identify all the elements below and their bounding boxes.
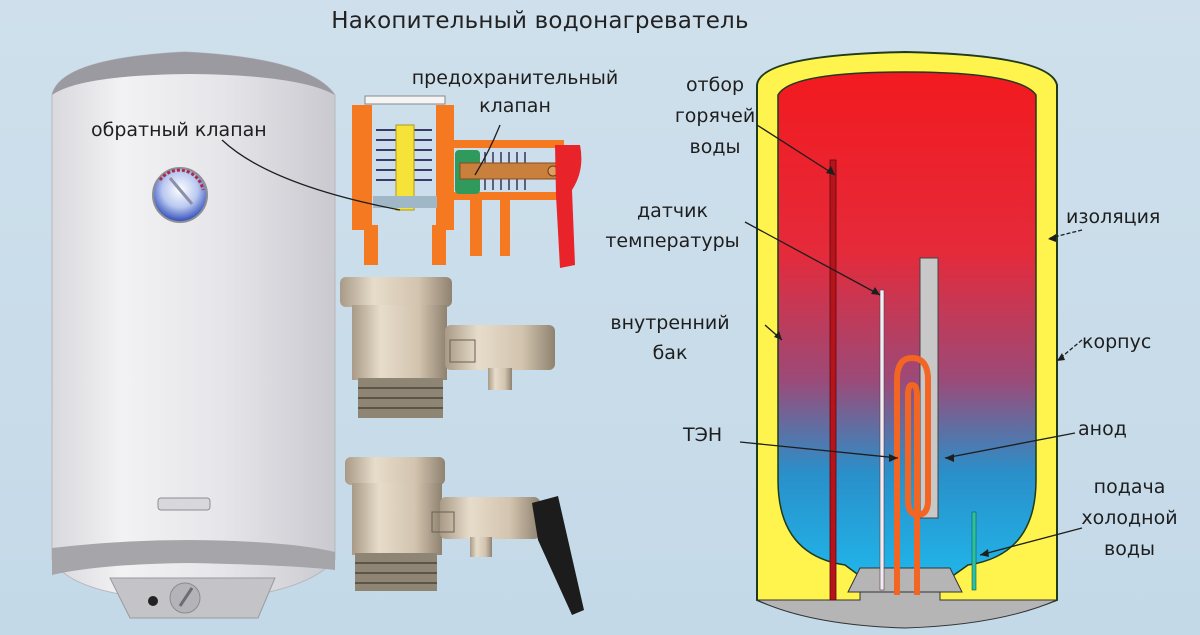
indicator-lamp	[148, 596, 158, 606]
label-temperature-sensor: датчик температуры	[590, 196, 755, 256]
label-hot-water-line-3: воды	[689, 136, 741, 158]
label-temperature-sensor-line-1: датчик	[637, 200, 708, 222]
label-safety-valve-line-2: клапан	[479, 95, 551, 117]
label-inner-tank-line-2: бак	[652, 342, 688, 364]
safety-valve-cross-section	[352, 95, 582, 268]
label-cold-water-line-3: воды	[1104, 538, 1155, 560]
brass-valve-photo-1	[340, 277, 555, 418]
leader-arrowheads	[774, 166, 1065, 557]
label-inner-tank-line-1: внутренний	[610, 312, 730, 334]
label-cold-water-line-1: подача	[1093, 476, 1166, 498]
label-anode: анод	[1078, 418, 1127, 440]
tank-cross-section	[756, 50, 1058, 629]
valve-handle	[555, 145, 582, 268]
brand-badge	[157, 497, 211, 511]
label-heating-element: ТЭН	[683, 424, 723, 446]
water-heater-appliance	[51, 51, 336, 619]
label-hot-water-line-2: горячей	[674, 105, 756, 127]
label-cold-water-line-2: холодной	[1081, 507, 1178, 529]
label-check-valve: обратный клапан	[91, 119, 267, 141]
heating-element	[894, 354, 931, 595]
page-title: Накопительный водонагреватель	[331, 8, 749, 34]
label-safety-valve: предохранительный клапан	[385, 66, 645, 118]
black-lever	[532, 496, 584, 615]
label-inner-tank: внутренний бак	[585, 308, 755, 368]
label-housing: корпус	[1082, 331, 1152, 353]
thermometer-gauge-icon	[152, 167, 208, 223]
label-temperature-sensor-line-2: температуры	[605, 230, 740, 252]
label-cold-water-inlet: подача холодной воды	[1062, 472, 1197, 565]
temperature-sensor-tube	[879, 289, 885, 591]
label-insulation: изоляция	[1066, 206, 1161, 228]
cold-water-pipe	[971, 511, 977, 591]
label-safety-valve-line-1: предохранительный	[411, 67, 619, 89]
hot-water-pipe	[829, 159, 837, 601]
label-hot-water-line-1: отбор	[685, 74, 745, 96]
brass-valve-photo-2	[345, 457, 584, 615]
label-hot-water-outlet: отбор горячей воды	[660, 70, 770, 163]
